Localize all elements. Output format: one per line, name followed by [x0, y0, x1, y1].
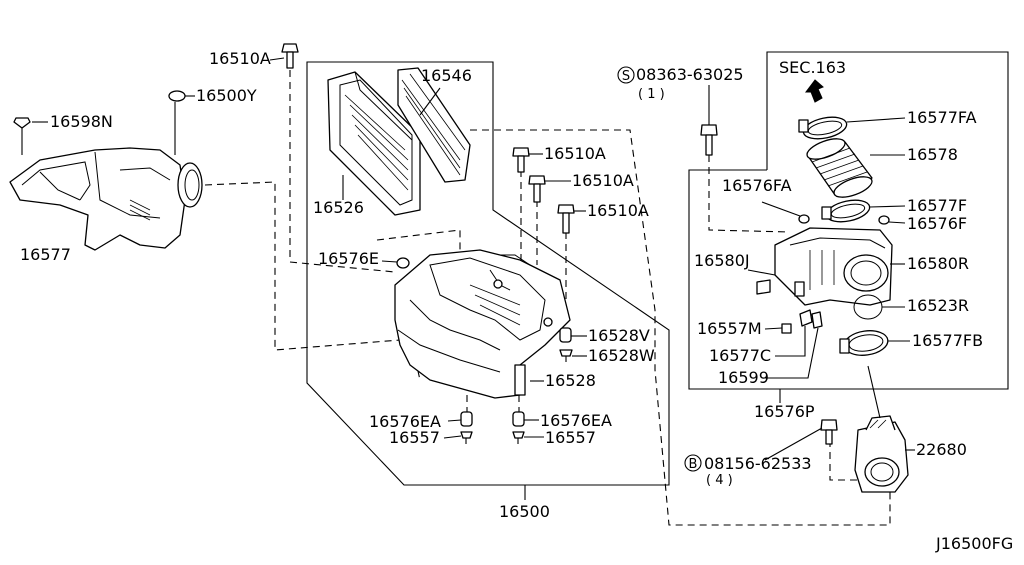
label-16528: 16528	[545, 371, 596, 390]
label-16500: 16500	[499, 502, 550, 521]
bolt-16557-right	[512, 431, 544, 444]
air-cleaner-group-frame	[306, 61, 670, 486]
bracket-16580J	[747, 269, 776, 295]
label-16557-left: 16557	[389, 428, 440, 447]
housing-16580R	[774, 227, 905, 306]
leader-16546	[419, 87, 441, 116]
marker-s-letter: S	[622, 69, 630, 84]
clamp-16577FA	[798, 116, 906, 140]
label-16576fa: 16576FA	[722, 176, 792, 195]
label-16577fb: 16577FB	[912, 331, 983, 350]
grommet-16500Y	[168, 90, 195, 155]
seal-16523R	[853, 294, 905, 320]
bolt-08156-62533	[764, 419, 838, 461]
label-16576ea-right: 16576EA	[540, 411, 612, 430]
label-16510a-2: 16510A	[572, 171, 634, 190]
air-box-16528	[394, 249, 571, 399]
dash-bolt-to-box	[289, 70, 396, 273]
sec-arrow	[805, 79, 824, 103]
bolt-16510A-1	[512, 147, 543, 173]
label-16557-right: 16557	[545, 428, 596, 447]
bolt-16557M	[764, 323, 792, 334]
marker-b-letter: B	[689, 457, 698, 472]
label-16528w: 16528W	[588, 346, 655, 365]
label-16528v: 16528V	[588, 326, 650, 345]
dash-08156	[829, 440, 860, 481]
label-sec163: SEC.163	[779, 58, 846, 77]
mount-16528W	[559, 349, 587, 362]
air-duct-16577	[9, 147, 203, 251]
label-08363-qty: ( 1 )	[638, 87, 665, 102]
label-16580r: 16580R	[907, 254, 969, 273]
label-16500y: 16500Y	[196, 86, 257, 105]
label-08363: 08363-63025	[636, 65, 744, 84]
intake-group-frame	[688, 51, 1009, 390]
label-16526: 16526	[313, 198, 364, 217]
label-16599: 16599	[718, 368, 769, 387]
dash-duct-to-box	[204, 181, 401, 351]
clip-16577C	[775, 309, 813, 357]
bolt-16510A-3	[557, 204, 586, 234]
label-16576e: 16576E	[318, 249, 379, 268]
label-16523r: 16523R	[907, 296, 969, 315]
bolt-16510A-top	[269, 43, 299, 69]
grommet-16576FA	[761, 201, 810, 224]
mount-16576EA-left	[447, 411, 473, 427]
label-16546: 16546	[421, 66, 472, 85]
label-16577f: 16577F	[907, 196, 967, 215]
grommet-16576E	[381, 257, 410, 269]
label-22680: 22680	[916, 440, 967, 459]
hose-16599	[765, 311, 823, 379]
clamp-16577F	[821, 199, 906, 223]
sensor-22680	[854, 365, 915, 493]
grommet-16576F	[878, 215, 906, 225]
filter-housing-16526	[327, 71, 421, 216]
label-16510a-1: 16510A	[544, 144, 606, 163]
mount-16576EA-right	[512, 411, 539, 427]
label-16510a-3: 16510A	[587, 201, 649, 220]
hose-16578	[806, 138, 905, 198]
label-16576p: 16576P	[754, 402, 815, 421]
label-16598n: 16598N	[50, 112, 113, 131]
bolt-08363-63025	[700, 85, 718, 156]
diagram-code: J16500FG	[935, 534, 1013, 553]
bolt-16557-left	[443, 431, 473, 444]
label-16576f: 16576F	[907, 214, 967, 233]
label-16578: 16578	[907, 145, 958, 164]
label-16510a-top: 16510A	[209, 49, 271, 68]
label-16557m: 16557M	[697, 319, 762, 338]
label-16577: 16577	[20, 245, 71, 264]
marker-b: B	[684, 454, 702, 472]
filter-element-16546	[397, 67, 471, 183]
label-16580j: 16580J	[694, 251, 750, 270]
label-08156: 08156-62533	[704, 454, 812, 473]
dash-08363	[708, 155, 791, 233]
mount-16528V	[559, 327, 587, 343]
label-08156-qty: ( 4 )	[706, 473, 733, 488]
clip-16598N	[13, 117, 48, 155]
label-16576ea-left: 16576EA	[369, 412, 441, 431]
dash-16500-frame	[470, 129, 891, 526]
marker-s: S	[617, 66, 635, 84]
clamp-16577FB	[839, 330, 910, 356]
callout-labels: 16510A 16500Y 16598N 16577 16546 16526 0…	[20, 49, 983, 521]
bolt-16510A-2	[528, 175, 571, 203]
label-16577c: 16577C	[709, 346, 771, 365]
label-16577fa: 16577FA	[907, 108, 977, 127]
